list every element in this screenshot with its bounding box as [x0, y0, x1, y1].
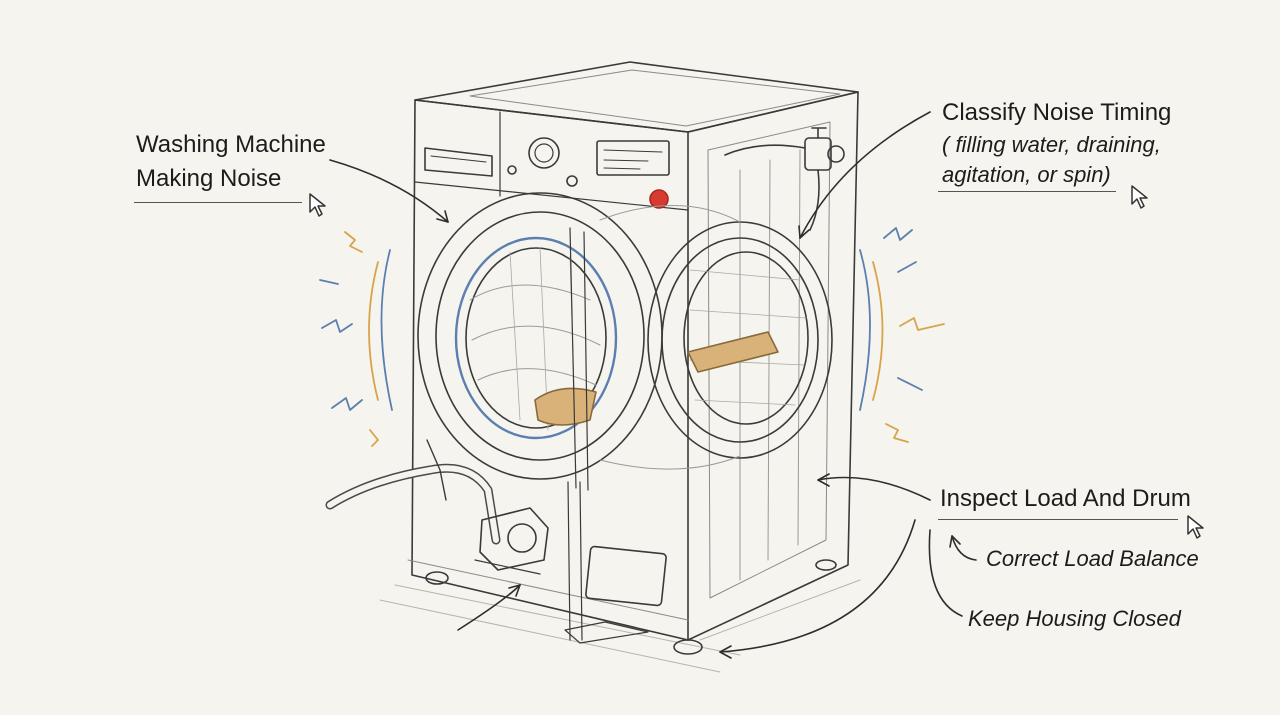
- noise-title-underline: [134, 202, 302, 203]
- arrow-balance: [951, 535, 977, 561]
- timing-detail-line2: agitation, or spin): [942, 162, 1111, 187]
- display-screen: [596, 140, 670, 176]
- arrow-inspect: [817, 476, 931, 501]
- rear-drum: [569, 205, 833, 491]
- cursor-arrow-icon: [1187, 515, 1204, 539]
- inspect-underline: [938, 519, 1178, 520]
- cursor-arrow-icon: [309, 193, 326, 217]
- filter-door: [585, 545, 667, 607]
- callout-arrows: [329, 111, 977, 659]
- arrow-pump: [457, 584, 521, 631]
- floor-lines: [379, 579, 861, 673]
- arrow-housing-foot: [719, 519, 916, 653]
- warning-indicator: [649, 189, 669, 209]
- feet: [425, 481, 837, 655]
- vibration-right: [859, 227, 945, 443]
- arrow-housing: [928, 529, 963, 617]
- vibration-left: [319, 231, 393, 447]
- program-dial: [528, 137, 560, 169]
- timing-title: Classify Noise Timing: [942, 99, 1172, 126]
- detergent-drawer: [424, 147, 493, 177]
- inlet-valve: [724, 127, 845, 231]
- cabinet: [407, 61, 859, 641]
- housing-note: Keep Housing Closed: [968, 606, 1181, 631]
- timing-underline: [938, 191, 1116, 192]
- balance-note: Correct Load Balance: [986, 546, 1199, 571]
- inspect-title: Inspect Load And Drum: [940, 485, 1191, 512]
- cabinet-side: [687, 91, 859, 641]
- arrow-timing: [799, 111, 931, 239]
- control-panel: [424, 137, 670, 209]
- control-panel-line: [414, 181, 689, 211]
- timing-detail-line1: ( filling water, draining,: [942, 132, 1161, 157]
- noise-title-line2: Making Noise: [136, 165, 282, 192]
- cabinet-top: [414, 61, 859, 133]
- front-door: [417, 192, 663, 480]
- pump: [474, 507, 549, 575]
- drum-item-left: [534, 387, 597, 426]
- noise-title-line1: Washing Machine: [136, 131, 326, 158]
- drum-item-right: [687, 331, 779, 373]
- cursor-arrow-icon: [1131, 185, 1148, 209]
- drain-hose: [325, 439, 501, 545]
- arrow-noise: [329, 159, 449, 223]
